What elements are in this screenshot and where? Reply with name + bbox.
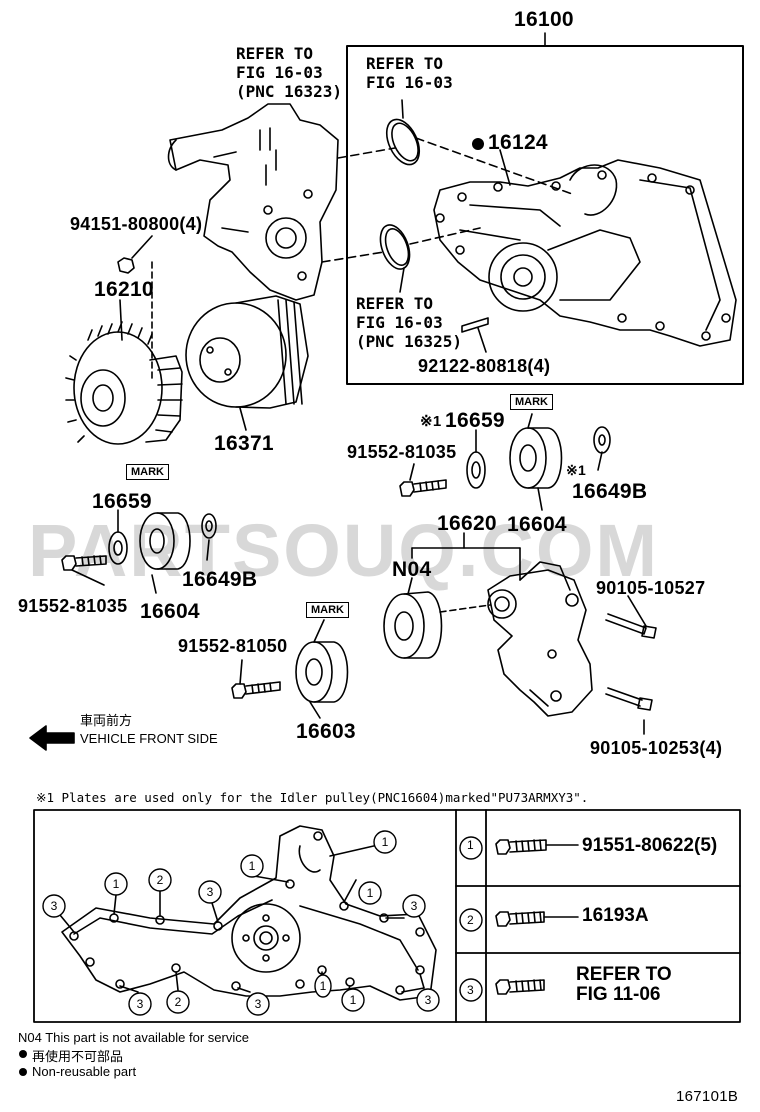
legend-pnc-2: 16193A — [582, 905, 649, 926]
svg-text:1: 1 — [350, 993, 357, 1007]
pnc-16604-right: 16604 — [507, 513, 567, 536]
pnc-16659-right: 16659 — [445, 409, 505, 432]
pnc-16620: 16620 — [437, 512, 497, 535]
svg-text:1: 1 — [367, 886, 374, 900]
legend-num-2: 2 — [467, 913, 474, 927]
non-reusable-en: Non-reusable part — [32, 1064, 137, 1079]
svg-text:3: 3 — [51, 899, 58, 913]
pnc-16649b-left: 16649B — [182, 568, 258, 591]
pnc-16210: 16210 — [94, 278, 154, 301]
svg-text:1: 1 — [249, 859, 256, 873]
pnc-91552-81050: 91552-81050 — [178, 636, 288, 656]
pnc-92122-80818: 92122-80818(4) — [418, 356, 551, 376]
pnc-16604-left: 16604 — [140, 600, 200, 623]
non-reusable-jp: 再使用不可部品 — [32, 1050, 124, 1065]
plate-footnote: ※1 Plates are used only for the Idler pu… — [36, 790, 589, 805]
legend-pnc-1: 91551-80622(5) — [582, 835, 718, 856]
svg-text:3: 3 — [207, 885, 214, 899]
pnc-16371: 16371 — [214, 432, 274, 455]
pnc-16649b-right: 16649B — [572, 480, 648, 503]
pnc-91552-81035-left: 91552-81035 — [18, 596, 128, 616]
legend-pnc-3: REFER TO FIG 11-06 — [576, 964, 672, 1005]
svg-text:1: 1 — [113, 877, 120, 891]
svg-text:1: 1 — [320, 979, 327, 993]
legend-num-3: 3 — [467, 983, 474, 997]
pnc-16659-left: 16659 — [92, 490, 152, 513]
pnc-91552-81035-right: 91552-81035 — [347, 442, 457, 462]
svg-text:2: 2 — [157, 873, 164, 887]
bullet-dot-1 — [19, 1050, 27, 1058]
pnc-94151-80800: 94151-80800(4) — [70, 214, 203, 234]
pnc-90105-10253: 90105-10253(4) — [590, 738, 723, 758]
vehicle-front-en: VEHICLE FRONT SIDE — [80, 731, 218, 746]
refer-label-o-ring: REFER TO FIG 16-03 — [366, 54, 453, 92]
svg-text:1: 1 — [382, 835, 389, 849]
pnc-n04: N04 — [392, 558, 432, 581]
pnc-16603: 16603 — [296, 720, 356, 743]
legend-row-1: 1 91551-80622(5) — [456, 810, 740, 886]
svg-text:3: 3 — [411, 899, 418, 913]
n04-note: N04 This part is not available for servi… — [18, 1030, 249, 1045]
svg-text:3: 3 — [425, 993, 432, 1007]
bullet-dot-2 — [19, 1068, 27, 1076]
svg-text:2: 2 — [175, 995, 182, 1009]
refer-label-16325: REFER TO FIG 16-03 (PNC 16325) — [356, 294, 462, 351]
legend-num-1: 1 — [467, 838, 474, 852]
figure-id: 167101B — [676, 1088, 739, 1105]
pnc-16124: 16124 — [488, 131, 548, 154]
pnc-90105-10527: 90105-10527 — [596, 578, 706, 598]
legend-row-2: 2 16193A — [456, 886, 740, 953]
pnc-16100: 16100 — [514, 8, 574, 31]
mark-label-16603: MARK — [306, 602, 349, 618]
mark-label-right: MARK — [510, 394, 553, 410]
legend-row-3: 3 REFER TO FIG 11-06 — [456, 953, 740, 1022]
note-ref-16659-right: ※1 — [420, 413, 442, 430]
vehicle-front-jp: 車両前方 — [80, 714, 133, 729]
mark-label-left: MARK — [126, 464, 169, 480]
watermark: PARTSOUQ.COM — [28, 509, 660, 592]
svg-text:3: 3 — [255, 997, 262, 1011]
note-ref-16649b-right: ※1 — [566, 462, 587, 478]
svg-text:3: 3 — [137, 997, 144, 1011]
refer-label-16323: REFER TO FIG 16-03 (PNC 16323) — [236, 44, 342, 101]
